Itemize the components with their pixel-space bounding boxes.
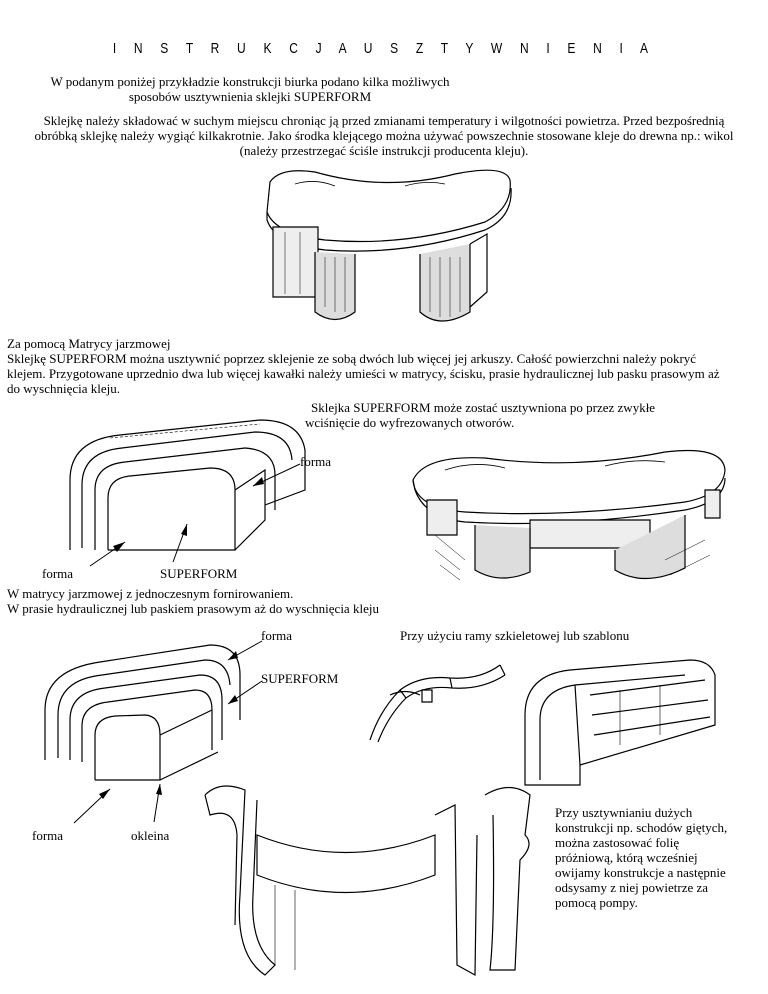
milled-line-2: wciśnięcie do wyfrezowanych otworów. xyxy=(305,415,725,430)
vacuum-line-4: próżniową, którą wcześniej xyxy=(555,850,765,865)
storage-line-1: Sklejkę należy składować w suchym miejsc… xyxy=(0,113,768,128)
vacuum-line-3: można zastosować folię xyxy=(555,835,765,850)
superform-label-2: SUPERFORM xyxy=(261,671,338,687)
veneer-line-1: W matrycy jarzmowej z jednoczesnym forni… xyxy=(7,586,507,601)
desk-illustration-top xyxy=(255,162,515,332)
forma-bottom-label: forma xyxy=(32,828,63,844)
superform-arrow-1 xyxy=(165,520,195,565)
matrix-line-1: Za pomocą Matrycy jarzmowej xyxy=(7,336,767,351)
storage-line-2: obróbką sklejkę należy wygiąć kilkakrotn… xyxy=(0,128,768,143)
matrix-line-4: do wyschnięcia kleju. xyxy=(7,381,767,396)
superform-label-1: SUPERFORM xyxy=(160,566,237,582)
forma-bottom-arrow xyxy=(70,785,115,827)
storage-paragraph: Sklejkę należy składować w suchym miejsc… xyxy=(0,113,768,158)
intro-paragraph: W podanym poniżej przykładzie konstrukcj… xyxy=(0,74,500,104)
milled-line-1: Sklejka SUPERFORM może zostać usztywnion… xyxy=(305,400,725,415)
page-title: I N S T R U K C J A U S Z T Y W N I E N … xyxy=(77,40,691,57)
frame-template-illustration xyxy=(360,650,510,750)
forma-mid-arrow xyxy=(224,638,264,664)
vacuum-paragraph: Przy usztywnianiu dużych konstrukcji np.… xyxy=(555,805,765,910)
vacuum-line-7: pomocą pompy. xyxy=(555,895,765,910)
matrix-paragraph: Za pomocą Matrycy jarzmowej Sklejkę SUPE… xyxy=(7,336,767,396)
vacuum-line-1: Przy usztywnianiu dużych xyxy=(555,805,765,820)
intro-line-1: W podanym poniżej przykładzie konstrukcj… xyxy=(0,74,500,89)
desk-illustration-right xyxy=(405,440,730,590)
storage-line-3: (należy przestrzegać ściśle instrukcji p… xyxy=(0,143,768,158)
arch-shelf-illustration xyxy=(520,655,720,790)
stair-illustration xyxy=(195,775,540,980)
forma-top-label: forma xyxy=(300,454,331,470)
vacuum-line-6: odsysamy z niej powietrze za xyxy=(555,880,765,895)
vacuum-line-5: owijamy konstrukcje a następnie xyxy=(555,865,765,880)
matrix-line-2: Sklejkę SUPERFORM można usztywnić poprze… xyxy=(7,351,767,366)
forma-left-arrow xyxy=(85,538,130,570)
frame-caption: Przy użyciu ramy szkieletowej lub szablo… xyxy=(400,628,629,644)
milled-paragraph: Sklejka SUPERFORM może zostać usztywnion… xyxy=(305,400,725,430)
veneer-paragraph: W matrycy jarzmowej z jednoczesnym forni… xyxy=(7,586,507,616)
veneer-line-2: W prasie hydraulicznej lub paskiem praso… xyxy=(7,601,507,616)
forma-top-arrow xyxy=(248,460,303,490)
intro-line-2: sposobów usztywnienia sklejki SUPERFORM xyxy=(0,89,500,104)
okleina-label: okleina xyxy=(131,828,169,844)
vacuum-line-2: konstrukcji np. schodów giętych, xyxy=(555,820,765,835)
okleina-arrow xyxy=(148,780,168,825)
superform-arrow-2 xyxy=(224,678,264,708)
matrix-line-3: klejem. Przygotowane uprzednio dwa lub w… xyxy=(7,366,767,381)
forma-left-label: forma xyxy=(42,566,73,582)
